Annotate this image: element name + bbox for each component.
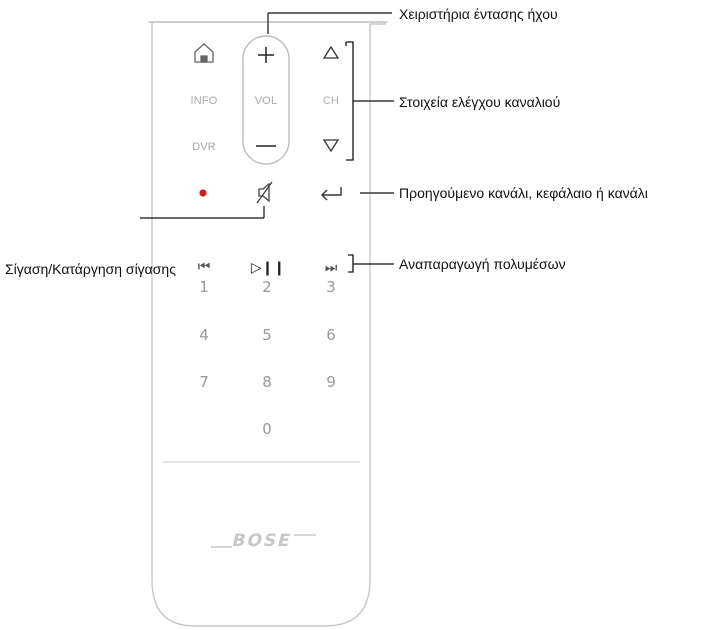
channel-down-icon — [322, 139, 340, 153]
callout-leaders — [140, 12, 394, 265]
callout-mute: Σίγαση/Κατάργηση σίγασης — [5, 261, 176, 277]
channel-label: CH — [322, 95, 340, 107]
skip-back-icon[interactable]: ⏮ — [197, 259, 211, 275]
digit-button-0[interactable]: 0 — [262, 420, 272, 438]
digit-button-9[interactable]: 9 — [326, 373, 336, 391]
brand-logo: BOSE — [229, 531, 295, 551]
home-icon — [194, 43, 214, 63]
digit-button-4[interactable]: 4 — [199, 326, 209, 344]
callout-channel-controls: Στοιχεία ελέγχου καναλιού — [399, 94, 561, 110]
play-pause-icon[interactable]: ▷❙❙ — [250, 260, 286, 276]
callout-volume-controls: Χειριστήρια έντασης ήχου — [399, 6, 558, 22]
media-bracket — [348, 254, 354, 273]
mute-icon — [256, 181, 273, 204]
digit-button-8[interactable]: 8 — [262, 373, 272, 391]
digit-button-7[interactable]: 7 — [199, 373, 209, 391]
digit-button-2[interactable]: 2 — [262, 278, 272, 296]
volume-rocker[interactable] — [242, 35, 290, 165]
digit-button-1[interactable]: 1 — [199, 278, 209, 296]
digit-button-5[interactable]: 5 — [262, 326, 272, 344]
digit-button-3[interactable]: 3 — [326, 278, 336, 296]
skip-forward-icon[interactable]: ⏭ — [324, 260, 338, 276]
info-button[interactable]: INFO — [190, 95, 218, 107]
channel-bracket — [346, 41, 354, 161]
vol-label: VOL — [254, 95, 278, 107]
callout-media-playback: Αναπαραγωγή πολυμέσων — [399, 256, 566, 272]
remote-body-outline — [151, 21, 386, 627]
channel-up-icon — [322, 45, 340, 59]
back-icon — [321, 187, 342, 201]
dvr-button[interactable]: DVR — [192, 141, 216, 153]
callout-previous-channel: Προηγούμενο κανάλι, κεφάλαιο ή κανάλι — [399, 185, 648, 201]
record-icon — [199, 189, 207, 197]
digit-button-6[interactable]: 6 — [326, 326, 336, 344]
